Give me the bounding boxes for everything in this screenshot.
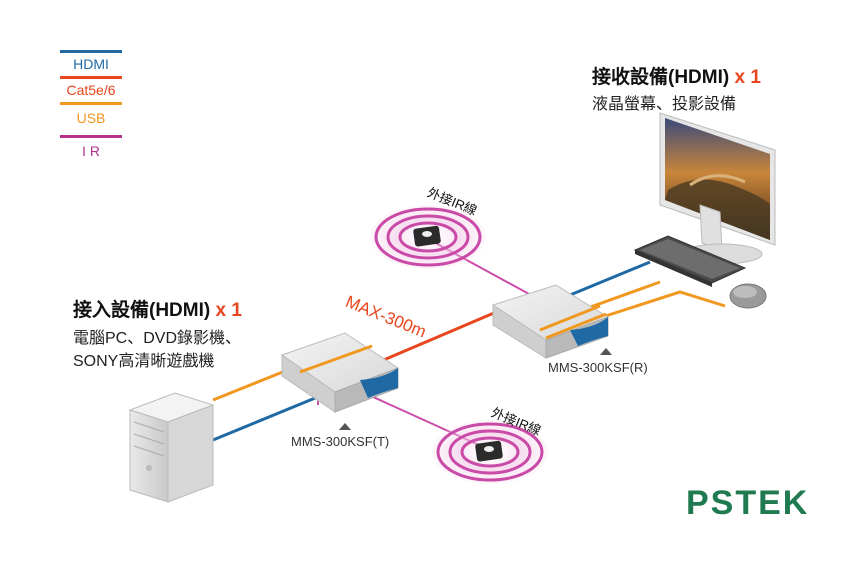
hdmi-cable-source [212,394,321,442]
source-qty: x 1 [215,300,242,321]
source-line1: 電腦PC、DVD錄影機、 [73,330,242,347]
legend-hdmi-line [60,50,122,53]
tx-marker-icon [339,423,351,430]
legend-cat-label: Cat5e/6 [66,82,116,98]
receiver-title-text: 接收設備(HDMI) [592,67,730,88]
rx-marker-icon [600,348,612,355]
transmitter-box [280,332,400,413]
source-title-text: 接入設備(HDMI) [73,300,211,321]
hdmi-cable-display [557,260,651,302]
ir-receiver-bottom [432,420,548,484]
ir-receiver-top [370,205,486,269]
model-rx: MMS-300KSF(R) [548,360,648,375]
legend-usb-label: USB [76,110,106,126]
source-title: 接入設備(HDMI) x 1 [73,295,242,322]
source-line2: SONY高清晰遊戲機 [73,353,215,370]
receiver-box [491,284,610,359]
cables [212,239,726,451]
brand-logo: PSTEK [686,484,810,522]
legend-usb-line [60,102,122,105]
mouse [729,283,767,309]
model-tx: MMS-300KSF(T) [291,434,390,449]
legend-cat-line [60,76,122,79]
receiver-title: 接收設備(HDMI) x 1 [592,62,761,89]
keyboard [633,235,747,287]
receiver-qty: x 1 [734,67,761,88]
legend-ir-line [60,135,122,138]
legend-ir-label: I R [82,143,100,159]
legend-hdmi-label: HDMI [73,56,109,72]
cat-cable [371,305,509,367]
pc-tower [128,392,215,503]
receiver-subtitle: 液晶螢幕、投影設備 [592,96,737,113]
